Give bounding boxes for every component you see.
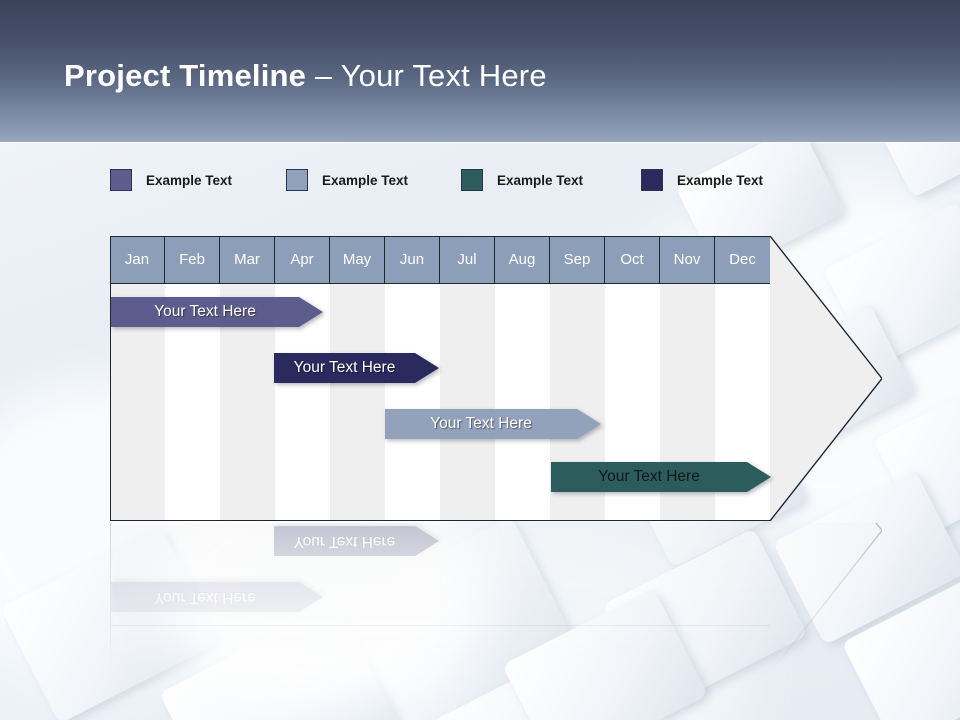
header-divider [0, 142, 960, 144]
legend-item-label: Example Text [497, 172, 584, 188]
month-header-sep[interactable]: Sep [550, 236, 605, 283]
legend-item-label: Example Text [146, 172, 233, 188]
month-header-dec[interactable]: Dec [715, 236, 770, 283]
task-bar-1[interactable]: Your Text Here [274, 353, 439, 383]
month-column-jan: Jan [110, 236, 165, 521]
task-bar-label: Your Text Here [598, 468, 700, 485]
task-bar-label: Your Text Here [430, 415, 532, 432]
legend-swatch-icon [461, 169, 483, 191]
task-bar-arrow-shape [111, 297, 323, 327]
legend-item-label: Example Text [677, 172, 764, 188]
task-bar-arrow-shape [274, 353, 439, 383]
legend-swatch-icon [641, 169, 663, 191]
month-column-aug: Aug [495, 236, 550, 521]
task-bar-arrow-shape [385, 409, 601, 439]
month-column-mar: Mar [220, 236, 275, 521]
title-banner: Project Timeline – Your Text Here [0, 0, 960, 142]
legend-item-3[interactable]: Example Text [641, 168, 763, 192]
legend: Example Text Example Text Example Text Exam… [110, 168, 840, 194]
month-header-oct[interactable]: Oct [605, 236, 660, 283]
month-header-mar[interactable]: Mar [220, 236, 275, 283]
month-column-feb: Feb [165, 236, 220, 521]
legend-swatch-icon [286, 169, 308, 191]
month-header-feb[interactable]: Feb [165, 236, 220, 283]
page-title-separator: – [306, 58, 341, 93]
legend-item-2[interactable]: Example Text [461, 168, 583, 192]
month-header-jul[interactable]: Jul [440, 236, 495, 283]
legend-item-label: Example Text [322, 172, 409, 188]
month-header-apr[interactable]: Apr [275, 236, 330, 283]
task-bar-3[interactable]: Your Text Here [551, 462, 771, 492]
page-title: Project Timeline – Your Text Here [64, 58, 547, 94]
legend-item-0[interactable]: Example Text [110, 168, 232, 192]
legend-swatch-icon [110, 169, 132, 191]
task-bar-0[interactable]: Your Text Here [111, 297, 323, 327]
month-header-jun[interactable]: Jun [385, 236, 440, 283]
task-bar-2[interactable]: Your Text Here [385, 409, 601, 439]
month-header-nov[interactable]: Nov [660, 236, 715, 283]
page-title-bold: Project Timeline [64, 58, 307, 93]
page-title-rest: Your Text Here [340, 58, 547, 93]
legend-item-1[interactable]: Example Text [286, 168, 408, 192]
task-bar-label: Your Text Here [154, 303, 256, 320]
task-bar-label: Your Text Here [293, 359, 396, 376]
month-column-jul: Jul [440, 236, 495, 521]
month-header-may[interactable]: May [330, 236, 385, 283]
header-underline [110, 283, 770, 284]
month-header-jan[interactable]: Jan [110, 236, 165, 283]
task-bar-arrow-shape [551, 462, 771, 492]
month-header-aug[interactable]: Aug [495, 236, 550, 283]
